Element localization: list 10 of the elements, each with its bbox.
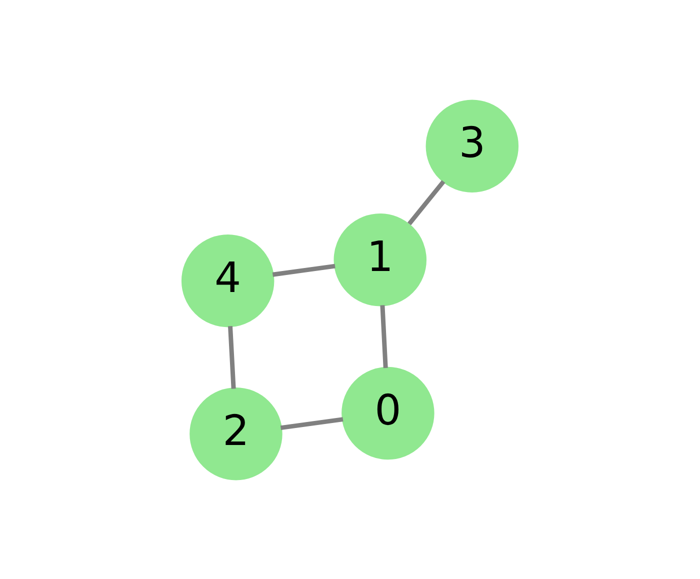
node-circle: 1 [334,212,426,306]
node-circle: 0 [342,366,434,460]
connector [408,180,446,225]
connector [228,326,236,388]
connector [280,416,344,430]
connector [380,304,388,368]
node-circle: 4 [181,234,274,327]
node-circle: 3 [426,99,519,192]
connector [272,263,336,276]
node-circle: 2 [190,387,282,480]
